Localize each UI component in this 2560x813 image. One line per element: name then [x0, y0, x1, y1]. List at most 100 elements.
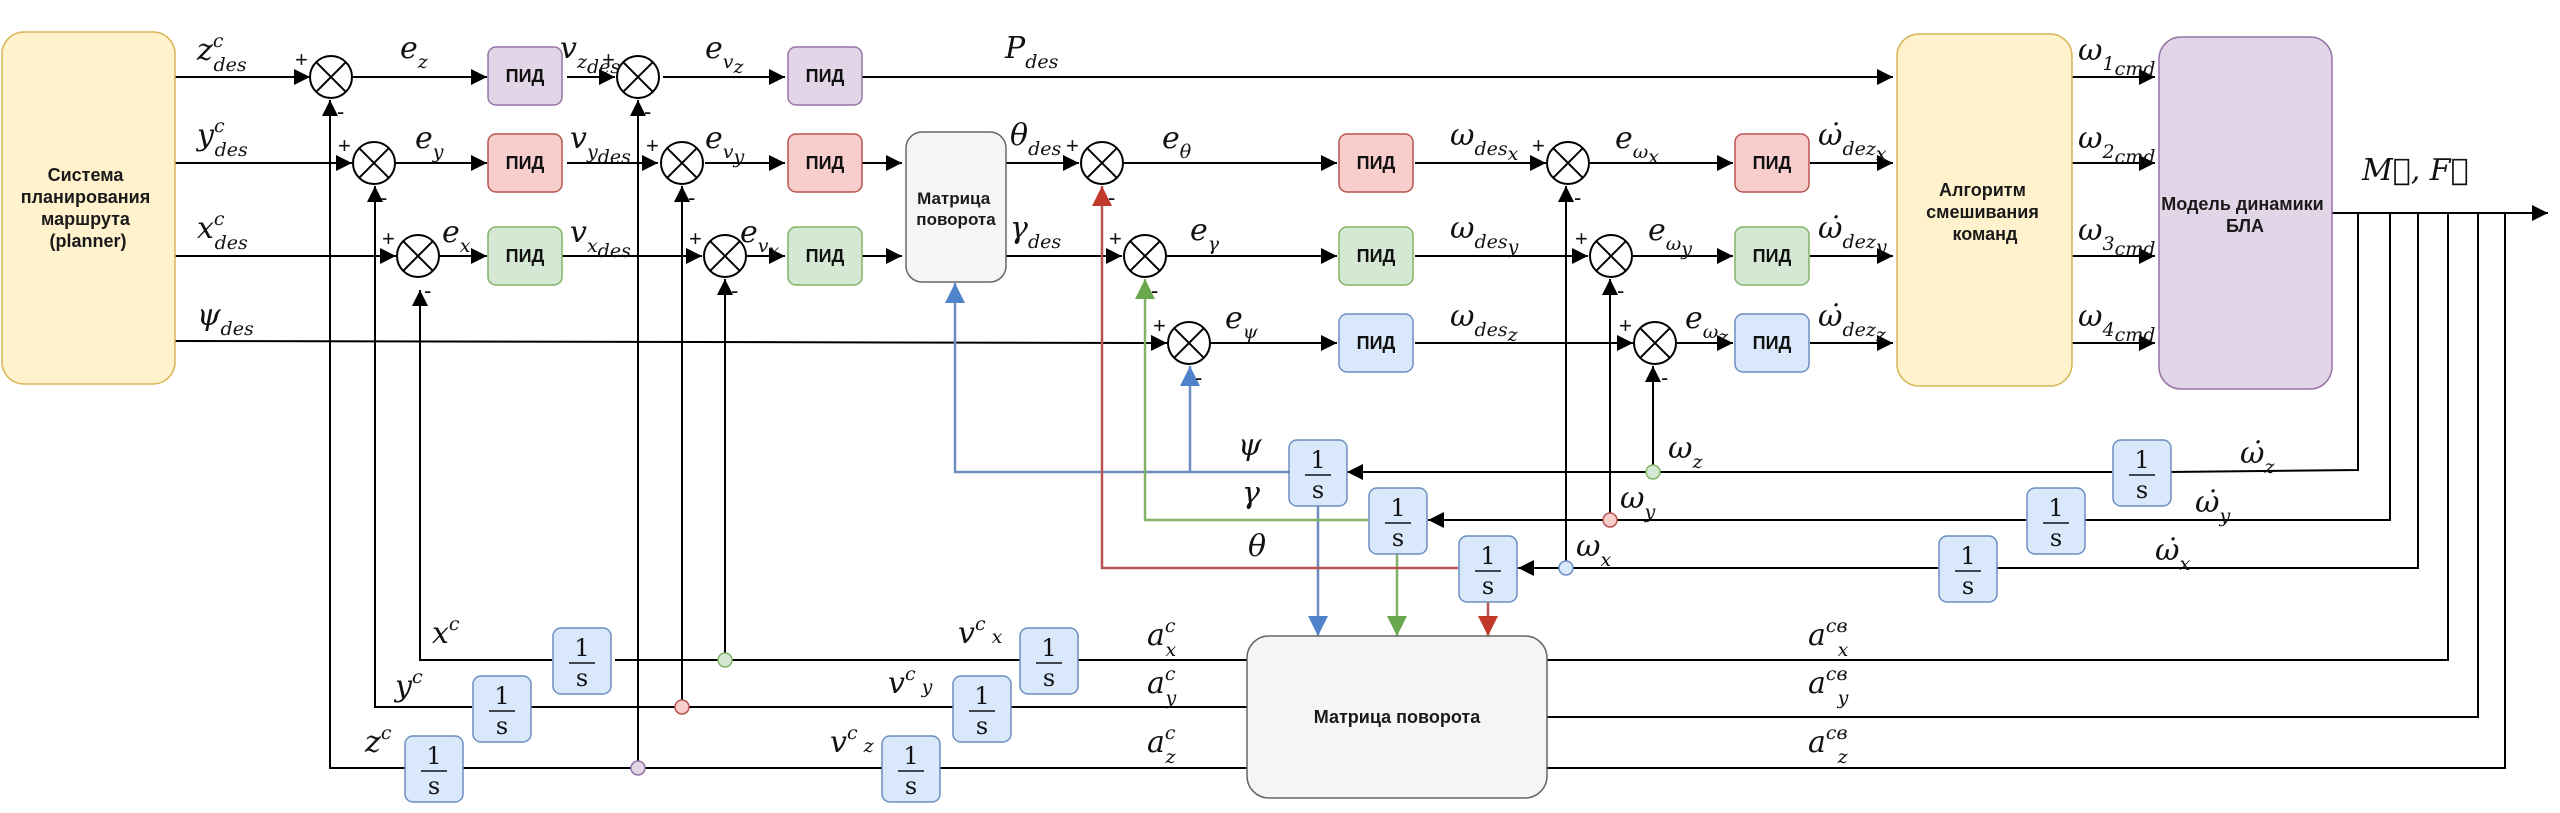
signal-v-c-x: vc x [958, 613, 1003, 651]
sum-junction: +- [689, 226, 747, 303]
pid-block: ПИД [787, 226, 863, 286]
svg-text:Система планирования: Система планирования маршрута (planner) [21, 165, 156, 251]
plus-sign: + [1619, 313, 1632, 338]
integrator-denominator: s [496, 712, 508, 740]
signal-e-theta: eθ [1162, 121, 1192, 163]
planner-block: Система планирования маршрута (planner) [1, 31, 176, 385]
minus-sign: - [731, 278, 738, 303]
pid-blocks: ПИД ПИД ПИД ПИД ПИД ПИД ПИД ПИД ПИД ПИД ПИД ПИД [487, 46, 1810, 373]
signal-v-x-des: vxdes [570, 215, 631, 262]
minus-sign: - [337, 99, 344, 124]
pid-label: ПИД [806, 246, 845, 266]
svg-text:Алгоритм смешивания: Алгоритм смешивания команд [1926, 180, 2044, 244]
integrator-denominator: s [576, 664, 588, 692]
signal-e-vz: evz [705, 31, 745, 78]
minus-sign: - [1195, 365, 1202, 390]
integrator-numerator: 1 [574, 634, 589, 662]
signal-v-z-des: vzdes [560, 31, 620, 78]
svg-text:Матрица поворота: Матрица поворота [1314, 707, 1481, 727]
plus-sign: + [1066, 133, 1079, 158]
pid-block: ПИД [1734, 313, 1810, 373]
svg-text:Матрица поворота: Матрица поворота [916, 189, 996, 229]
plus-sign: + [689, 226, 702, 251]
integrator-block: 1s [881, 735, 941, 803]
integrator-numerator: 1 [1310, 446, 1325, 474]
integrator-block: 1s [472, 675, 532, 743]
sum-junction: +- [1109, 226, 1167, 303]
plus-sign: + [382, 226, 395, 251]
minus-sign: - [1574, 185, 1581, 210]
pid-block: ПИД [787, 46, 863, 106]
branch-points [630, 464, 1661, 776]
pid-block: ПИД [1338, 133, 1414, 193]
signal-e-vy: evy [705, 121, 745, 168]
signal-gamma-des: γdes [1010, 211, 1061, 253]
integrator-denominator: s [1962, 572, 1974, 600]
signal-e-gamma: eγ [1190, 213, 1220, 255]
signal-P-des: Pdes [1004, 31, 1059, 73]
signal-theta: θ [1248, 529, 1266, 564]
pid-block: ПИД [1338, 226, 1414, 286]
signal-wdot-z: ω̇z [2240, 436, 2275, 478]
integrator-block: 1s [952, 675, 1012, 743]
pid-label: ПИД [1357, 333, 1396, 353]
integrator-block: 1s [2026, 487, 2086, 555]
signal-w-y: ωy [1620, 481, 1655, 523]
integrator-block: 1s [2112, 439, 2172, 507]
integrator-block: 1s [1938, 535, 1998, 603]
integrator-denominator: s [1312, 476, 1324, 504]
minus-sign: - [1151, 278, 1158, 303]
pid-label: ПИД [1357, 246, 1396, 266]
integrator-block: 1s [552, 627, 612, 695]
pid-block: ПИД [1734, 226, 1810, 286]
rotation-matrix-top-block: Матрица поворота [905, 131, 1007, 283]
sum-junction: +- [1619, 313, 1677, 390]
signal-wdot-dez-y: ω̇dezy [1818, 211, 1887, 258]
sum-junction: +- [1532, 133, 1590, 210]
sum-junction: +- [295, 47, 353, 124]
sum-junction: +- [602, 47, 660, 124]
sum-junction: +- [382, 226, 440, 303]
signal-x-c: xc [432, 613, 460, 651]
pid-label: ПИД [1357, 153, 1396, 173]
signal-w4-cmd: ω4cmd [2078, 299, 2155, 346]
signal-w1-cmd: ω1cmd [2078, 33, 2155, 80]
integrator-block: 1s [1368, 487, 1428, 555]
integrator-numerator: 1 [1041, 634, 1056, 662]
minus-sign: - [644, 99, 651, 124]
sum-junction: +- [1153, 313, 1211, 390]
integrator-denominator: s [1043, 664, 1055, 692]
plus-sign: + [1532, 133, 1545, 158]
signal-z-c: zc [364, 722, 392, 760]
pid-block: ПИД [787, 133, 863, 193]
integrator-numerator: 1 [974, 682, 989, 710]
plus-sign: + [1575, 226, 1588, 251]
signal-wdot-x: ω̇x [2155, 533, 2190, 575]
pid-label: ПИД [506, 246, 545, 266]
signal-e-wx: eωx [1615, 121, 1659, 168]
signal-e-vx: evx [740, 215, 780, 262]
integrator-block: 1s [1458, 535, 1518, 603]
plus-sign: + [602, 47, 615, 72]
pid-label: ПИД [506, 153, 545, 173]
signal-w-des-x: ωdesx [1450, 118, 1519, 165]
signal-w-des-y: ωdesy [1450, 211, 1519, 258]
signal-e-wy: eωy [1648, 213, 1692, 260]
pid-block: ПИД [487, 46, 563, 106]
integrator-block: 1s [1019, 627, 1079, 695]
rotation-matrix-bottom-block: Матрица поворота [1246, 635, 1548, 799]
integrator-denominator: s [2050, 524, 2062, 552]
minus-sign: - [688, 185, 695, 210]
signal-v-y-des: vydes [570, 121, 631, 168]
pid-label: ПИД [1753, 153, 1792, 173]
integrator-block: 1s [1288, 439, 1348, 507]
minus-sign: - [424, 278, 431, 303]
dynamics-block: Модель динамики БЛА [2158, 36, 2333, 390]
integrator-denominator: s [905, 772, 917, 800]
